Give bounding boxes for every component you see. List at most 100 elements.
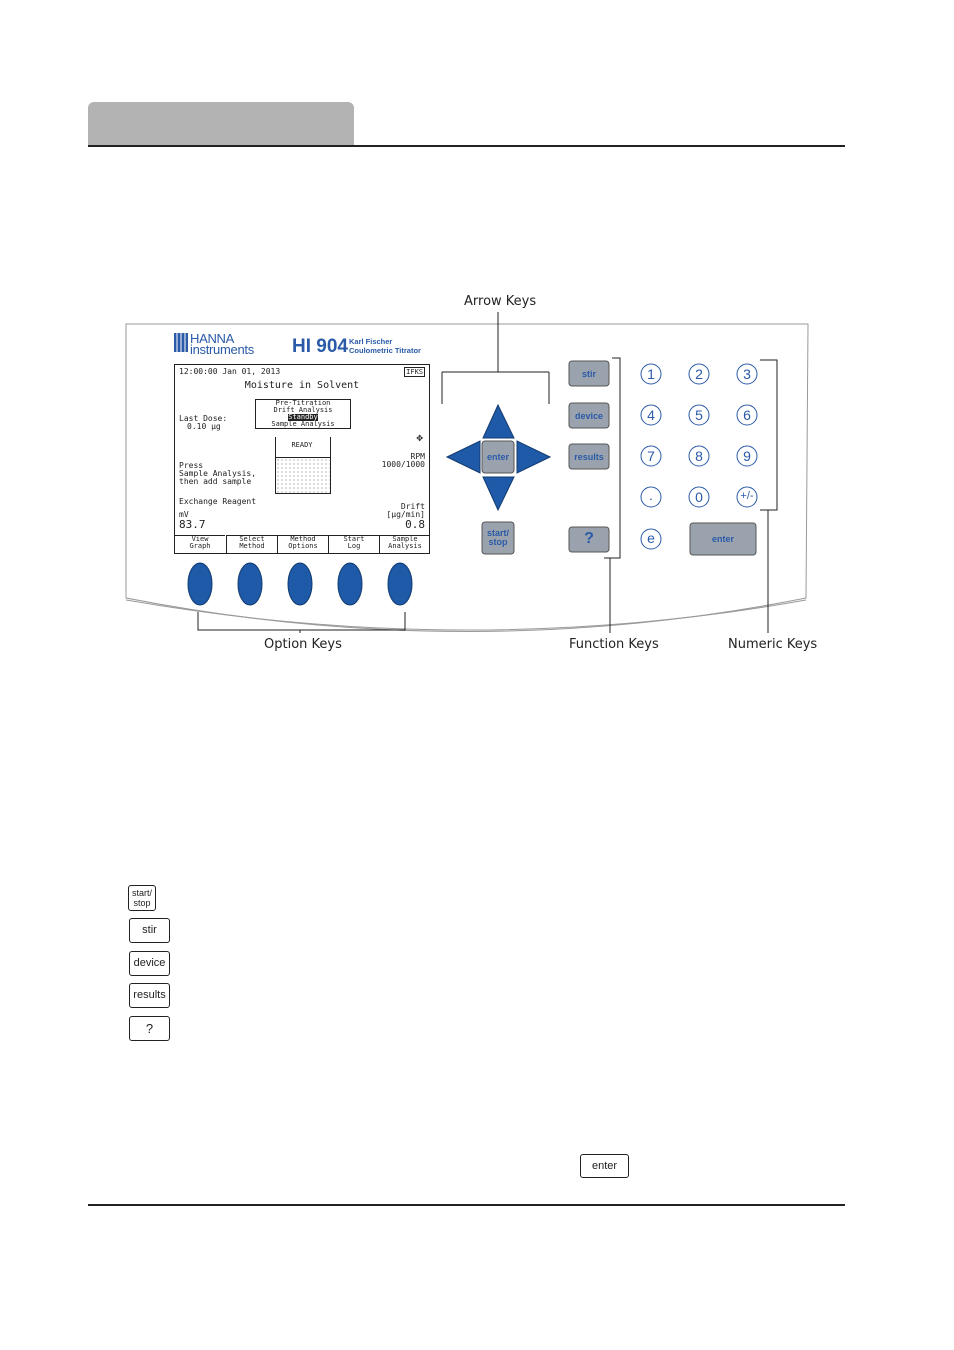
numeric-key-4[interactable]: 4 bbox=[647, 407, 655, 423]
stirrer-icon: ✥ bbox=[416, 431, 423, 444]
legend-start-stop-line2: stop bbox=[133, 898, 151, 908]
mv-value: 83.7 bbox=[179, 518, 206, 531]
lcd-screen: 12:00:00 Jan 01, 2013 IFKS Moisture in S… bbox=[174, 364, 430, 554]
help-key bbox=[568, 526, 610, 553]
hanna-logo-icon bbox=[174, 333, 188, 352]
softkey-label: Graph bbox=[189, 542, 211, 550]
menu-sample-analysis[interactable]: Sample Analysis bbox=[271, 420, 335, 428]
drift-value: 0.8 bbox=[405, 518, 425, 531]
legend-start-stop-line1: start/ bbox=[131, 888, 152, 898]
rpm-value: 1000/1000 bbox=[381, 460, 425, 469]
lcd-prompt: Press Sample Analysis, then add sample bbox=[179, 462, 256, 486]
numeric-keys-callout: Numeric Keys bbox=[728, 637, 818, 652]
legend-device-key: device bbox=[129, 951, 170, 976]
numeric-key-6[interactable]: 6 bbox=[743, 407, 751, 423]
numeric-key-0[interactable]: 0 bbox=[695, 489, 703, 505]
help-label[interactable]: ? bbox=[584, 530, 594, 547]
numeric-key-decimal[interactable]: . bbox=[649, 487, 653, 503]
last-dose-label: Last Dose: bbox=[179, 414, 228, 423]
prompt-line1: Press bbox=[179, 461, 204, 470]
beaker-liquid bbox=[276, 457, 330, 494]
numeric-key-9[interactable]: 9 bbox=[743, 448, 751, 464]
numeric-enter-label[interactable]: enter bbox=[711, 534, 734, 544]
prompt-line3: then add sample bbox=[179, 477, 252, 486]
stir-label[interactable]: stir bbox=[581, 369, 596, 379]
menu-standby[interactable]: Standby bbox=[288, 413, 318, 421]
softkey-label: Options bbox=[288, 542, 318, 550]
prompt-line2: Sample Analysis, bbox=[179, 469, 257, 478]
arrow-up-key bbox=[482, 403, 515, 439]
section-header-tab bbox=[88, 102, 354, 146]
numeric-key-8[interactable]: 8 bbox=[695, 448, 703, 464]
beaker-status: READY bbox=[291, 441, 313, 449]
device-key bbox=[568, 402, 610, 429]
numeric-key-5[interactable]: 5 bbox=[695, 407, 703, 423]
model-description: Karl Fischer Coulometric Titrator bbox=[349, 337, 421, 355]
start-stop-label[interactable]: start/ stop bbox=[482, 529, 514, 547]
stir-key bbox=[568, 360, 610, 387]
arrow-enter-label[interactable]: enter bbox=[486, 452, 509, 462]
beaker-icon bbox=[275, 437, 331, 494]
legend-start-stop-key: start/ stop bbox=[128, 885, 156, 911]
description-line1: Karl Fischer bbox=[349, 337, 393, 346]
results-key bbox=[568, 443, 610, 470]
option-key-4 bbox=[337, 562, 363, 606]
arrow-keys-bracket bbox=[441, 312, 550, 404]
results-label[interactable]: results bbox=[574, 452, 604, 462]
header-rule bbox=[88, 145, 845, 147]
numeric-keypad bbox=[640, 363, 758, 550]
numeric-key-3[interactable]: 3 bbox=[743, 366, 751, 382]
arrow-keys-callout: Arrow Keys bbox=[464, 294, 537, 309]
lcd-status-badge: IFKS bbox=[404, 367, 425, 377]
exchange-reagent-message: Exchange Reagent bbox=[179, 497, 257, 506]
option-key-5 bbox=[387, 562, 413, 606]
instrument-front-panel bbox=[125, 312, 809, 633]
softkey-label: Method bbox=[290, 535, 316, 543]
drift-label: Drift bbox=[400, 502, 425, 511]
numeric-key-2[interactable]: 2 bbox=[695, 366, 703, 382]
numeric-key-7[interactable]: 7 bbox=[647, 448, 655, 464]
option-keys-bracket bbox=[197, 612, 406, 633]
legend-enter-key: enter bbox=[580, 1154, 629, 1178]
legend-stir-key: stir bbox=[129, 918, 170, 943]
lcd-datetime: 12:00:00 Jan 01, 2013 bbox=[179, 367, 281, 376]
arrow-down-key bbox=[482, 476, 515, 512]
numeric-key-plus-minus[interactable]: +/- bbox=[740, 490, 754, 502]
footer-rule bbox=[88, 1204, 845, 1206]
lcd-method-title: Moisture in Solvent bbox=[244, 380, 360, 391]
option-key-3 bbox=[287, 562, 313, 606]
lcd-analysis-menu: Pre-Titration Drift Analysis Standby Sam… bbox=[255, 399, 351, 429]
device-label[interactable]: device bbox=[574, 411, 604, 421]
option-key-2 bbox=[237, 562, 263, 606]
softkey-label: Sample bbox=[392, 535, 418, 543]
brand-logo-text: HANNA instruments bbox=[190, 331, 254, 357]
numeric-keys-bracket bbox=[760, 359, 778, 633]
drift-unit: [µg/min] bbox=[386, 510, 425, 519]
legend-help-key: ? bbox=[129, 1016, 170, 1041]
description-line2: Coulometric Titrator bbox=[349, 346, 421, 355]
rpm-label: RPM bbox=[410, 452, 425, 461]
arrow-right-key bbox=[516, 440, 552, 474]
option-key-1 bbox=[187, 562, 213, 606]
menu-drift-analysis[interactable]: Drift Analysis bbox=[273, 406, 333, 414]
start-stop-line2: stop bbox=[488, 537, 508, 547]
softkey-label: Log bbox=[347, 542, 361, 550]
softkey-label: Start bbox=[343, 535, 365, 543]
legend-results-key: results bbox=[129, 983, 170, 1008]
mv-label: mV bbox=[179, 510, 189, 519]
panel-bottom-curve bbox=[125, 599, 807, 631]
softkey-label: Select bbox=[239, 535, 265, 543]
model-name: HI 904 bbox=[292, 336, 348, 357]
e-key[interactable]: e bbox=[647, 530, 655, 546]
menu-pre-titration[interactable]: Pre-Titration bbox=[275, 399, 331, 407]
numeric-key-1[interactable]: 1 bbox=[647, 366, 655, 382]
softkey-label: View bbox=[191, 535, 209, 543]
numeric-enter-key bbox=[689, 522, 757, 556]
option-keys-callout: Option Keys bbox=[264, 637, 342, 652]
last-dose-value: 0.10 µg bbox=[187, 422, 221, 431]
